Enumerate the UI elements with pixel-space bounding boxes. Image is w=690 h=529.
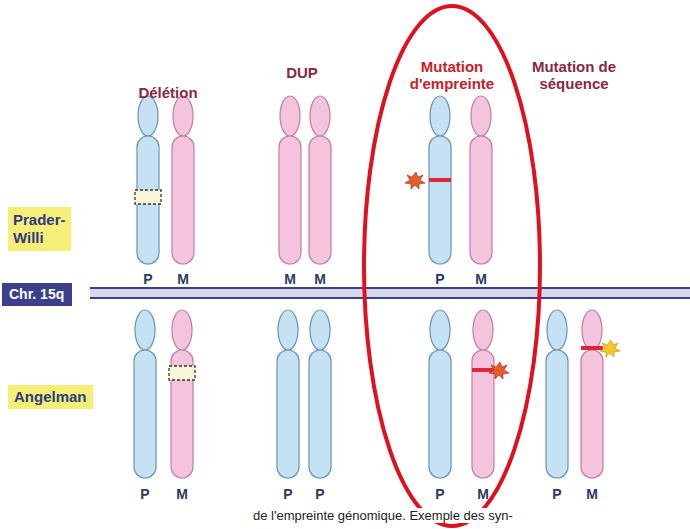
parent-letter: P [138, 271, 158, 287]
syndrome-box: Prader- Willi [8, 207, 71, 251]
column-header: Délétion [108, 84, 228, 101]
parent-letter: P [278, 486, 298, 502]
deletion-box [135, 190, 161, 204]
node-text: Prader- Willi [13, 211, 66, 247]
mutation-star [600, 340, 620, 357]
mutation-bar [581, 346, 603, 350]
parent-letter: P [547, 486, 567, 502]
parent-letter: M [280, 271, 300, 287]
node-text: Angelman [14, 388, 87, 406]
parent-letter: M [310, 271, 330, 287]
parent-letter: P [310, 486, 330, 502]
parent-letter: P [135, 486, 155, 502]
mutation-star [405, 172, 425, 189]
caption-text: de l'empreinte génomique. Exemple des sy… [250, 508, 516, 523]
mutation-bar [472, 368, 494, 372]
column-header: Mutation d'empreinte [405, 58, 499, 93]
parent-letter: P [430, 486, 450, 502]
mutation-bar [429, 178, 451, 182]
mutation-star [489, 362, 509, 379]
parent-letter: P [430, 271, 450, 287]
separator-line [90, 297, 690, 299]
parent-letter: M [582, 486, 602, 502]
chromosome-tag: Chr. 15q [2, 283, 72, 306]
separator-line [90, 287, 690, 289]
parent-letter: M [172, 486, 192, 502]
parent-letter: M [173, 271, 193, 287]
deletion-box [169, 366, 195, 380]
parent-letter: M [471, 271, 491, 287]
parent-letter: M [473, 486, 493, 502]
highlight-ellipse [364, 6, 540, 526]
syndrome-box: Angelman [8, 385, 93, 409]
separator-band [90, 288, 690, 298]
node-text: Chr. 15q [9, 286, 65, 303]
column-header: DUP [262, 64, 342, 81]
column-header: Mutation de séquence [524, 58, 624, 93]
